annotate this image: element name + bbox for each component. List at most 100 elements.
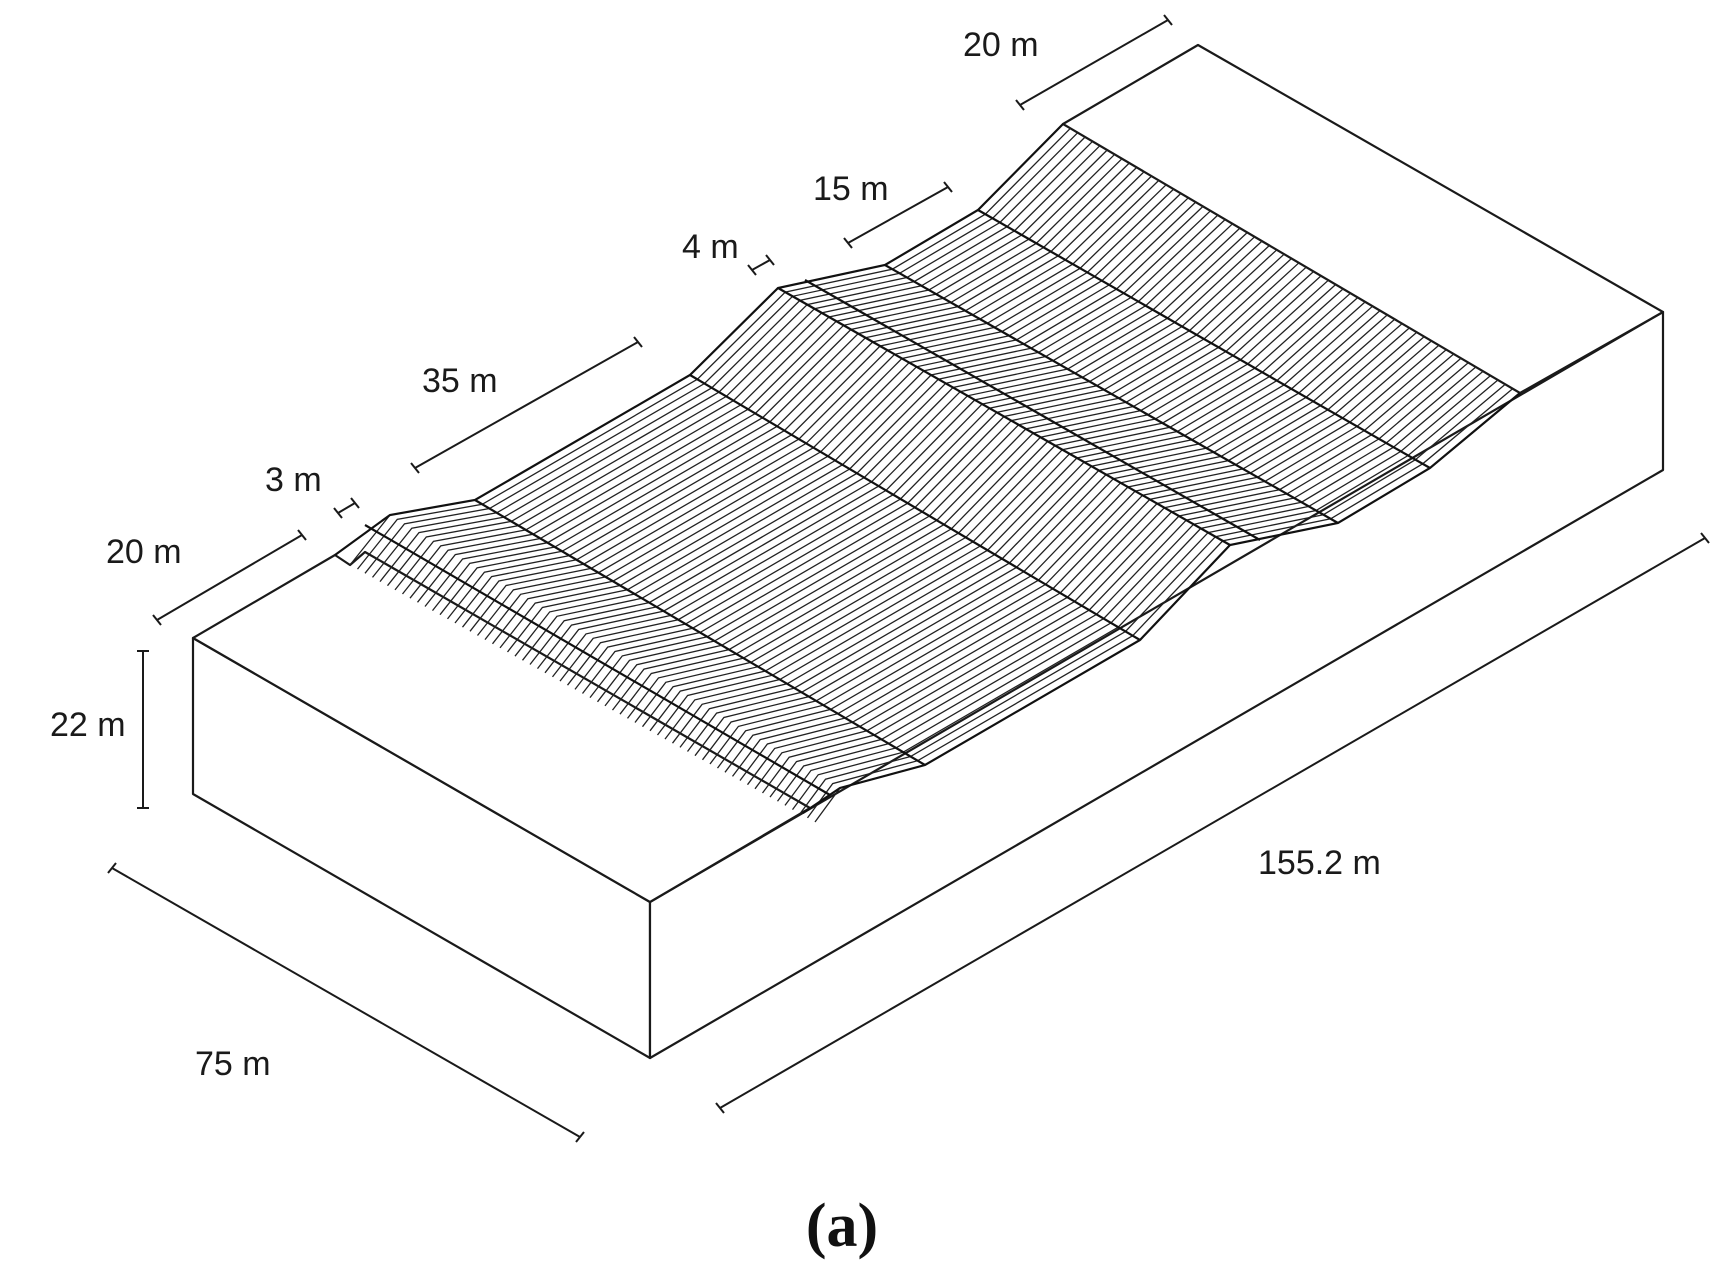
hatch-line <box>521 223 1233 661</box>
hatch-line <box>551 240 1263 678</box>
hatch-line <box>694 323 1403 757</box>
break-line-1 <box>364 524 831 796</box>
break-line-6 <box>884 264 1339 524</box>
slope-hatching <box>349 123 1521 823</box>
hatch-line <box>611 275 1322 711</box>
hatch-line <box>664 305 1374 740</box>
hatch-line <box>589 262 1300 698</box>
dim-tick <box>350 497 360 509</box>
hatch-line <box>581 258 1292 694</box>
hatch-line <box>746 353 1455 786</box>
label-top-bench: 20 m <box>963 26 1039 64</box>
hatch-line <box>476 197 1189 636</box>
hatch-line <box>709 331 1418 765</box>
hatch-line <box>514 219 1226 657</box>
break-line-5 <box>804 279 1261 541</box>
dim-lower-berm <box>337 502 356 514</box>
hatch-line <box>626 284 1337 719</box>
hatch-line <box>491 205 1204 645</box>
hatch-line <box>701 327 1410 761</box>
hatch-line <box>446 179 1160 620</box>
hatch-line <box>424 166 1138 607</box>
dim-middle-slope <box>414 341 639 469</box>
hatch-line <box>641 292 1351 728</box>
hatch-line <box>439 175 1152 616</box>
hatch-line <box>671 310 1381 744</box>
dim-tick <box>1015 99 1025 111</box>
dim-tick <box>1163 14 1173 26</box>
hatch-line <box>754 357 1462 790</box>
dim-tick <box>765 254 775 266</box>
hatch-line <box>499 210 1211 649</box>
dim-tick <box>333 507 343 519</box>
dimension-lines <box>107 14 1710 1143</box>
terrace-profile-lines <box>334 123 1521 814</box>
hatch-line <box>679 314 1388 748</box>
hatch-line <box>529 227 1241 665</box>
break-line-2 <box>474 499 926 766</box>
hatch-line <box>559 245 1270 682</box>
front-profile-edge <box>802 392 1521 814</box>
hatch-line <box>401 153 1116 595</box>
model-block <box>191 43 1665 1060</box>
hatch-line <box>394 149 1108 591</box>
dim-tick <box>943 181 953 193</box>
dim-tick <box>715 1102 725 1114</box>
hatch-line <box>544 236 1256 674</box>
label-lower-berm: 3 m <box>265 461 322 499</box>
dimension-labels: 20 m 15 m 4 m 35 m 3 m 20 m 22 m 75 m 15… <box>50 26 1381 1083</box>
dim-upper-berm <box>751 259 771 271</box>
hatch-line <box>769 366 1477 798</box>
hatch-line <box>379 140 1093 583</box>
hatch-line <box>454 184 1167 624</box>
hatch-line <box>739 349 1447 781</box>
hatch-line <box>596 266 1307 703</box>
dim-bottom-bench <box>156 534 303 621</box>
label-upper-slope: 15 m <box>813 170 889 208</box>
label-height: 22 m <box>50 706 126 744</box>
hatch-line <box>349 123 1064 566</box>
back-profile-edge <box>334 123 1064 556</box>
dim-tick <box>297 529 307 541</box>
hatch-line <box>604 271 1315 707</box>
hatch-line <box>716 336 1425 769</box>
hatch-line <box>566 249 1278 686</box>
hatch-line <box>731 344 1440 777</box>
break-line-3 <box>689 374 1141 641</box>
hatch-line <box>574 253 1285 690</box>
hatch-line <box>371 136 1086 578</box>
dim-model-width <box>111 867 581 1138</box>
top-bench-surface <box>1061 43 1665 395</box>
break-line-7 <box>977 209 1431 469</box>
hatch-line <box>656 301 1366 736</box>
label-bottom-bench: 20 m <box>106 533 182 571</box>
dim-tick <box>410 462 420 474</box>
label-model-length: 155.2 m <box>1258 844 1381 882</box>
hatch-line <box>356 127 1071 570</box>
hatch-line <box>409 158 1123 599</box>
dim-tick <box>152 614 162 626</box>
hatch-line <box>386 145 1101 587</box>
figure-caption: (a) <box>806 1192 878 1260</box>
hatch-line <box>791 379 1499 810</box>
hatch-line <box>806 388 1514 819</box>
hatch-line <box>619 279 1329 715</box>
hatch-line <box>416 162 1130 603</box>
hatch-line <box>761 362 1469 794</box>
hatch-line <box>469 192 1182 632</box>
dim-model-length <box>719 537 1706 1109</box>
hatch-line <box>536 232 1248 670</box>
hatch-line <box>461 188 1175 628</box>
dim-upper-slope <box>847 186 949 244</box>
hatch-line <box>724 340 1432 773</box>
hatch-line <box>506 214 1219 653</box>
break-line-4 <box>777 287 1231 546</box>
hatch-line <box>686 318 1396 752</box>
label-upper-berm: 4 m <box>682 228 739 266</box>
dim-tick <box>575 1131 585 1143</box>
dim-tick <box>1700 532 1710 544</box>
hatch-line <box>364 132 1079 574</box>
dim-tick <box>843 237 853 249</box>
hatch-line <box>634 288 1344 723</box>
